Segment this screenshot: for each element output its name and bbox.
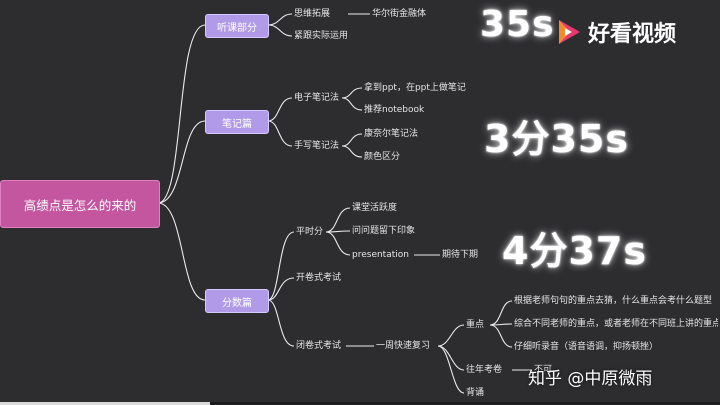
node-next-episode: 期待下期 [442,250,479,260]
node-guess-points: 根据老师句句的重点去猜，什么重点会考什么题型 [514,296,713,306]
zhihu-watermark: 知乎 @中原微雨 [528,369,653,389]
node-notebook: 推荐notebook [364,105,425,115]
branch-listening: 听课部分 [205,14,269,38]
haokan-logo: 好看视频 [556,16,676,48]
timestamp-overlay-1: 35s [480,4,555,45]
node-combine-points: 综合不同老师的重点，或者老师在不同班上讲的重点 [514,319,718,329]
node-thinking-expansion: 思维拓展 [294,9,331,19]
video-progress-fill [0,402,210,405]
node-past-papers: 往年考卷 [466,365,503,375]
node-handwritten-notes: 手写笔记法 [294,141,340,151]
node-practical-use: 紧跟实际运用 [294,31,349,41]
node-recite: 背诵 [466,388,485,398]
branch-scores: 分数篇 [205,289,269,313]
node-color-coding: 颜色区分 [364,152,401,162]
branch-notes: 笔记篇 [205,110,269,134]
node-wallstreet: 华尔街金融体 [372,9,427,19]
node-regular-score: 平时分 [296,227,324,237]
node-cornell: 康奈尔笔记法 [364,129,419,139]
node-open-book: 开卷式考试 [296,273,342,283]
node-ppt-notes: 拿到ppt，在ppt上做笔记 [364,83,466,93]
node-listen-recording: 仔细听录音（语音语调，抑扬顿挫） [514,342,659,352]
node-electronic-notes: 电子笔记法 [294,93,340,103]
node-past-papers-note: 不可 [534,365,553,375]
node-key-points: 重点 [466,320,485,330]
node-ask-questions: 问问题留下印象 [352,226,416,236]
play-logo-icon [559,20,580,44]
root-node: 高绩点是怎么的来的 [0,180,160,228]
node-closed-book: 闭卷式考试 [296,341,342,351]
node-presentation: presentation [352,250,409,260]
node-class-activity: 课堂活跃度 [352,203,398,213]
logo-text: 好看视频 [588,22,677,47]
node-week-review: 一周快速复习 [376,341,431,351]
video-progress-track[interactable] [0,402,720,405]
timestamp-overlay-2: 3分35s [484,117,629,161]
timestamp-overlay-3: 4分37s [502,229,647,273]
